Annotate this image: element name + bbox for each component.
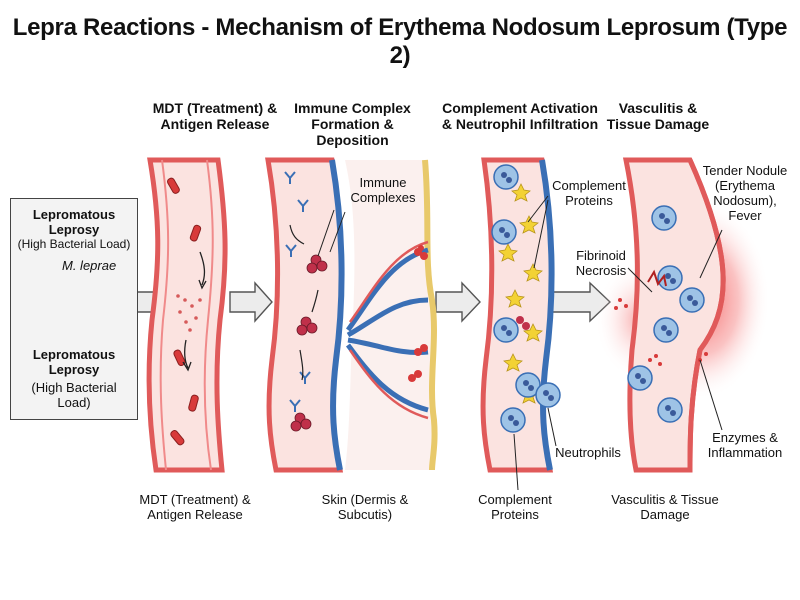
stage2-vessel [265,157,438,473]
stage1-vessel [146,157,228,473]
stage4-caption: Vasculitis & Tissue Damage [611,492,719,522]
lepromatous-leprosy-box: Lepromatous Leprosy (High Bacterial Load… [10,198,138,420]
stage3-caption: Complement Proteins [478,492,552,522]
stage3-vessel [480,157,561,491]
enzymes-inflammation-label: Enzymes & Inflammation [707,430,783,460]
tender-nodule-label: Tender Nodule (Erythema Nodosum), Fever [702,163,788,223]
box-subheading-2: (High Bacterial Load) [31,380,117,410]
complement-proteins-callout: Complement Proteins [552,178,626,208]
arrow-2 [229,281,273,323]
arrow-3 [435,281,481,323]
immune-complexes-label: Immune Complexes [350,175,416,205]
fibrinoid-necrosis-label: Fibrinoid Necrosis [575,248,627,278]
stage1-header: MDT (Treatment) & Antigen Release [152,100,278,132]
box-heading: Lepromatous Leprosy [32,207,116,237]
immune-complex-markers [290,254,328,432]
stage4-vessel [595,157,770,473]
page-title: Lepra Reactions - Mechanism of Erythema … [12,14,788,69]
organism-label: M. leprae [62,258,117,273]
stage1-caption: MDT (Treatment) & Antigen Release [139,492,251,522]
stage3-header: Complement Activation & Neutrophil Infil… [441,100,599,132]
stage2-caption: Skin (Dermis & Subcutis) [321,492,409,522]
box-subheading: (High Bacterial Load) [17,237,131,251]
stage4-header: Vasculitis & Tissue Damage [606,100,710,132]
box-heading-2: Lepromatous Leprosy [32,347,116,377]
stage2-header: Immune Complex Formation & Deposition [294,100,411,148]
neutrophils-label: Neutrophils [555,445,621,460]
